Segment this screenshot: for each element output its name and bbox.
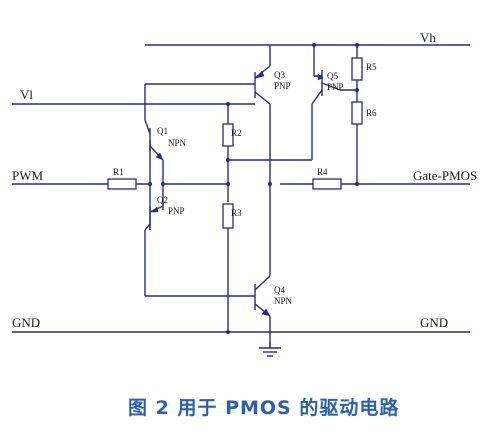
r2-label: R2 <box>231 128 242 138</box>
r5-label: R5 <box>366 62 377 72</box>
r5-resistor <box>351 57 363 81</box>
q3-arrow-icon <box>255 70 265 79</box>
q3-name-label: Q3 <box>274 70 285 80</box>
gate-pmos-label: Gate-PMOS <box>413 168 477 183</box>
pwm-label: PWM <box>12 168 44 183</box>
q4-transistor <box>254 275 271 317</box>
gnd-left-label: GND <box>12 315 40 330</box>
junction <box>355 88 359 92</box>
vl-label: Vl <box>20 87 33 102</box>
q3-type-label: PNP <box>274 81 291 91</box>
q1-collector-leg <box>144 119 151 135</box>
r4-label: R4 <box>317 167 328 177</box>
gnd-right-label: GND <box>420 315 448 330</box>
q4-name-label: Q4 <box>274 285 285 295</box>
q5-transistor <box>311 70 341 105</box>
vh-label: Vh <box>420 30 436 45</box>
junction <box>226 182 230 186</box>
q4-arrow-icon <box>261 308 271 317</box>
q5-collector-leg <box>311 89 323 105</box>
junction <box>226 158 230 162</box>
q5-name-label: Q5 <box>327 71 338 81</box>
rails <box>12 44 470 333</box>
r1-label: R1 <box>113 167 124 177</box>
q2-name-label: Q2 <box>157 195 168 205</box>
r6-resistor <box>351 101 363 125</box>
figure-caption: 图 2 用于 PMOS 的驱动电路 <box>128 396 399 419</box>
q1-transistor <box>144 119 164 161</box>
r4-resistor <box>312 178 342 190</box>
q1-type-label: NPN <box>168 138 187 148</box>
junction <box>268 182 272 186</box>
r2-resistor <box>222 123 234 147</box>
junction <box>148 182 152 186</box>
junction <box>226 102 230 106</box>
q1-arrow-icon <box>155 152 164 161</box>
junction-nodes <box>148 43 359 334</box>
q2-transistor <box>144 205 164 231</box>
q2-type-label: PNP <box>168 206 185 216</box>
q1-name-label: Q1 <box>157 126 168 136</box>
resistors <box>107 57 363 229</box>
q4-collector-leg <box>254 275 271 291</box>
junction <box>312 43 316 47</box>
r3-resistor <box>222 203 234 229</box>
q5-base-leg <box>321 82 341 91</box>
r1-resistor <box>107 178 137 190</box>
r6-label: R6 <box>366 108 377 118</box>
junction <box>161 182 165 186</box>
ground-icon <box>259 347 281 357</box>
junction <box>355 43 359 47</box>
wiring <box>144 45 358 348</box>
q3-collector-leg <box>254 91 271 105</box>
junction <box>355 182 359 186</box>
q3-transistor <box>254 65 271 105</box>
q4-type-label: NPN <box>274 296 293 306</box>
q2-collector-leg <box>144 223 151 231</box>
r3-label: R3 <box>231 208 242 218</box>
q2-arrow-icon <box>150 206 159 213</box>
q5-type-label: PNP <box>327 82 344 92</box>
q5-arrow-icon <box>317 73 324 81</box>
junction <box>226 330 230 334</box>
